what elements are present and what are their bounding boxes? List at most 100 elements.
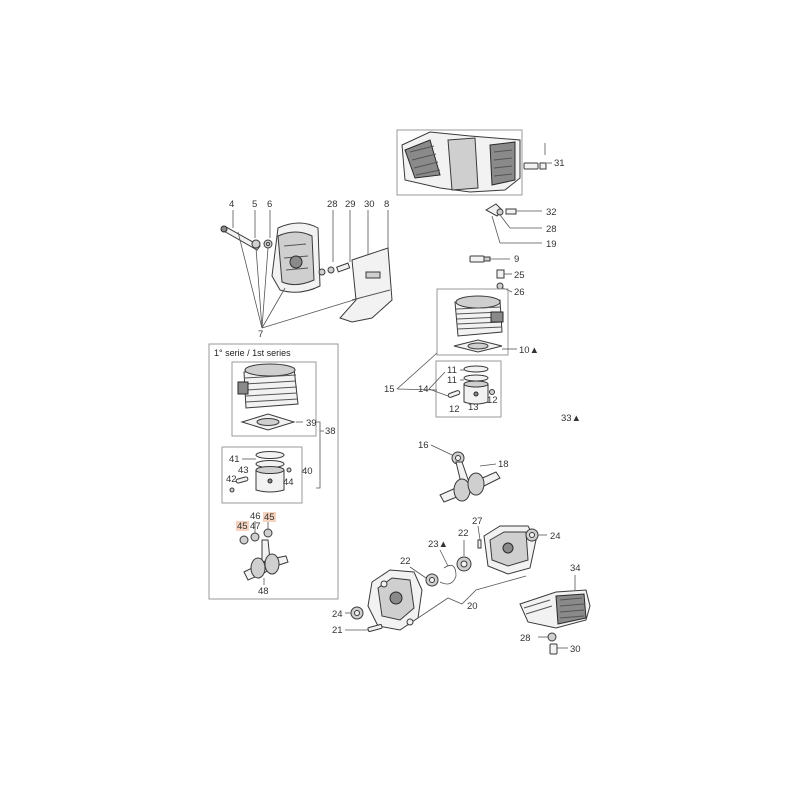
- leader-27: [477, 525, 481, 541]
- piston-pin-hole: [473, 391, 479, 397]
- leader-28b: [499, 214, 511, 229]
- spark-plug-assembly: 9 25 26: [469, 254, 525, 298]
- callout-9: 9: [514, 254, 519, 265]
- piston-pin-12: [447, 390, 461, 398]
- piston-top: [463, 380, 489, 388]
- callout-24-a: 24: [550, 531, 561, 542]
- cover-frame: [396, 129, 523, 196]
- seal-24-b-hole: [354, 610, 360, 616]
- callout-24-b: 24: [332, 609, 343, 620]
- screw-30-b: [549, 643, 558, 655]
- screw-31b: [539, 162, 547, 170]
- leader-14a: [428, 371, 446, 390]
- cover-panel: [447, 137, 479, 191]
- callout-12-a: 12: [449, 404, 460, 415]
- callout-21: 21: [332, 625, 343, 636]
- first-series-frame: [208, 343, 339, 600]
- gasket-23: [439, 564, 457, 585]
- cylinder-port: [490, 311, 504, 323]
- callout-22-b: 22: [400, 556, 411, 567]
- bearing-45-right: [263, 528, 273, 538]
- callout-6: 6: [267, 199, 272, 210]
- leader-23: [439, 549, 449, 567]
- gasket-39-hole: [256, 418, 280, 426]
- callout-27: 27: [472, 516, 483, 527]
- crank-web-2: [467, 472, 485, 496]
- callout-33: 33▲: [561, 413, 581, 424]
- leader-22b: [409, 566, 427, 579]
- spark-plug-9: [469, 255, 485, 263]
- crankshaft-assembly: 16 18: [418, 440, 509, 503]
- screw-30-a: [336, 262, 351, 273]
- callout-19: 19: [546, 239, 557, 250]
- callout-22-a: 22: [458, 528, 469, 539]
- leader-15a: [396, 352, 438, 390]
- cylinder-39-fins: [244, 374, 299, 403]
- washer-6-hole: [266, 242, 270, 246]
- piston-frame: [435, 360, 502, 418]
- cylinder-39-frame: [231, 361, 317, 437]
- callout-11-b: 11: [447, 375, 457, 386]
- spring-26: [496, 282, 504, 290]
- callout-34: 34: [570, 563, 581, 574]
- callout-40: 40: [302, 466, 313, 477]
- screw-31: [523, 162, 539, 170]
- callout-23: 23▲: [428, 539, 448, 550]
- cylinder-assembly: 10▲ 11 11 12 13 12 15 14: [384, 288, 539, 418]
- screw-32: [505, 208, 517, 215]
- shroud-vent-lines: [559, 597, 585, 619]
- gasket-hole: [467, 342, 489, 350]
- callout-18: 18: [498, 459, 509, 470]
- crankcase-assembly: 24 27 22 23▲ 22 24 21 20: [332, 516, 561, 636]
- washer-29: [327, 266, 335, 274]
- leader-14b: [428, 388, 449, 397]
- callout-28-c: 28: [520, 633, 531, 644]
- series-title: 1° serie / 1st series: [214, 348, 291, 358]
- shroud-ribs: [523, 599, 553, 615]
- callout-8: 8: [384, 199, 389, 210]
- callout-11-a: 11: [447, 365, 457, 376]
- callout-25: 25: [514, 270, 525, 281]
- bearing-46: [250, 532, 260, 542]
- cylinder-39-port: [237, 381, 249, 395]
- cover-vent-left: [404, 139, 441, 179]
- circlip-44: [286, 467, 292, 473]
- bolt-4-head: [220, 225, 228, 233]
- callout-7: 7: [258, 329, 263, 340]
- callout-43: 43: [238, 465, 249, 476]
- callout-45-b: 45: [264, 512, 275, 523]
- crank-48-web-2: [264, 553, 280, 575]
- callout-38: 38: [325, 426, 336, 437]
- cover-vent-right: [489, 141, 516, 186]
- callout-10: 10▲: [519, 345, 539, 356]
- bearing-22-left-hole: [429, 577, 435, 583]
- engine-cover-assembly: 31: [396, 129, 565, 196]
- cylinder-top: [455, 295, 501, 309]
- piston-40-pin-hole: [267, 478, 273, 484]
- ring-41a: [255, 451, 285, 459]
- callout-20: 20: [467, 601, 478, 612]
- crankcase-right-hole: [502, 542, 514, 554]
- callout-16: 16: [418, 440, 429, 451]
- callout-42: 42: [226, 474, 237, 485]
- callout-41: 41: [229, 454, 240, 465]
- leader-7a: [237, 231, 263, 329]
- callout-12-b: 12: [487, 395, 498, 406]
- washer-28-c: [547, 632, 557, 642]
- bracket-20: [417, 575, 527, 619]
- highlight-45-left: [236, 521, 249, 531]
- circlip-12: [489, 389, 495, 395]
- bearing-22-right-hole: [460, 560, 468, 568]
- piston-ring-11b: [463, 374, 489, 382]
- callout-32: 32: [546, 207, 557, 218]
- first-series-box: 1° serie / 1st series 39 38 41 43 42 44 …: [208, 343, 339, 600]
- callout-28-a: 28: [327, 199, 338, 210]
- leader-7b: [255, 247, 263, 329]
- pin-43: [235, 476, 249, 484]
- callout-31: 31: [554, 158, 565, 169]
- nut-25: [496, 269, 505, 279]
- circlip-42: [229, 487, 235, 493]
- cover-vent-lines: [409, 145, 441, 176]
- cylinder-frame: [436, 288, 509, 356]
- cover-vent-right-lines: [493, 149, 513, 177]
